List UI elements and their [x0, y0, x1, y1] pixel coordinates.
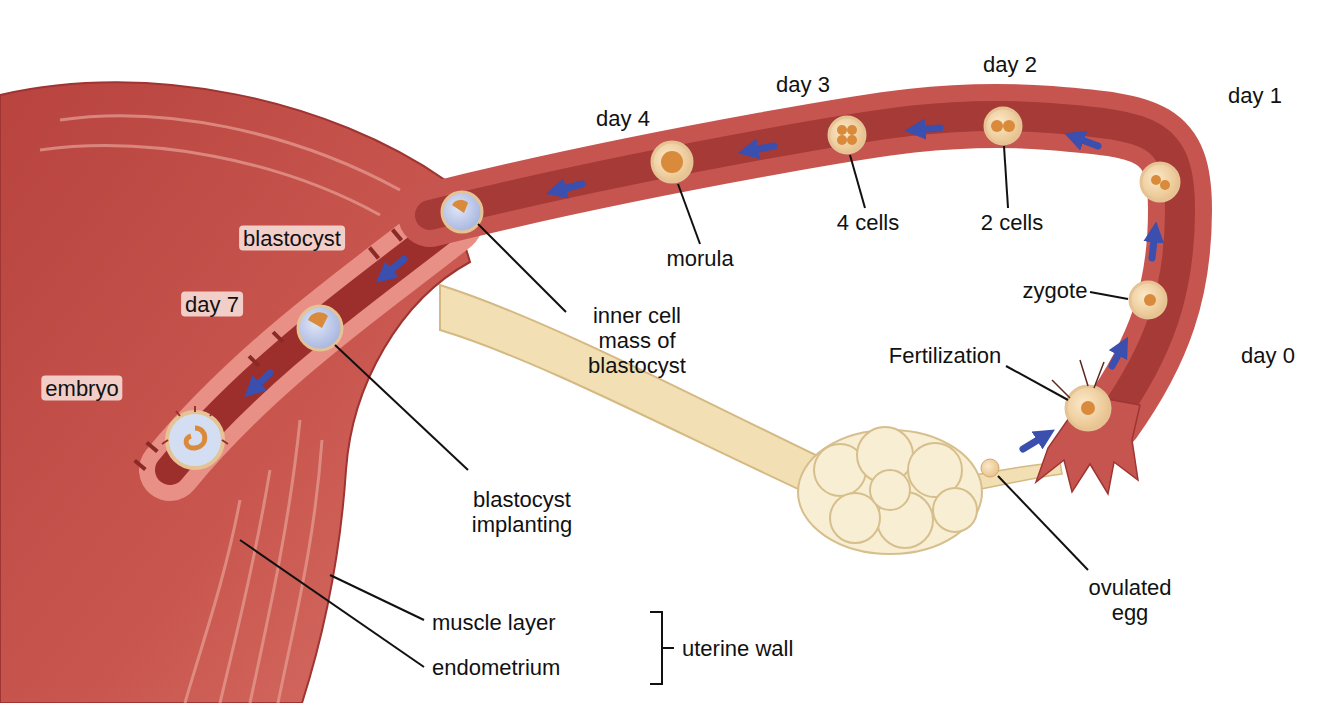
structure-label: inner cell mass of blastocyst: [570, 303, 705, 378]
structure-label: ovulated egg: [1075, 575, 1185, 625]
stage-label: 2 cells: [981, 210, 1043, 235]
layer-label: muscle layer: [432, 610, 555, 635]
layer-label: endometrium: [432, 655, 560, 680]
day-label: day 4: [596, 106, 650, 131]
day-label: day 1: [1228, 83, 1282, 108]
movement-arrows: [252, 128, 1155, 449]
stage-label: embryo: [41, 376, 122, 401]
ovarian-ligament: [440, 285, 830, 500]
day-label: day 3: [776, 72, 830, 97]
bracket: [650, 612, 674, 684]
day-label: day 2: [983, 52, 1037, 77]
day-label: day 0: [1241, 343, 1295, 368]
leader-lines: [240, 146, 1128, 667]
day-label: day 7: [181, 292, 243, 317]
layer-label: uterine wall: [682, 636, 793, 661]
stage-label: zygote: [1023, 278, 1088, 303]
stage-label: 4 cells: [837, 210, 899, 235]
fimbriae: [1036, 395, 1140, 494]
stage-label: Fertilization: [889, 343, 1001, 368]
stage-label: morula: [666, 246, 733, 271]
stage-label: blastocyst implanting: [455, 487, 590, 537]
developing-cells: [162, 108, 1179, 477]
endometrial-glands: [133, 228, 403, 471]
stage-label: blastocyst: [239, 226, 345, 251]
tube-lumen: [430, 116, 1180, 420]
fallopian-tube: [430, 116, 1180, 420]
uterus: [0, 82, 470, 703]
ovary: [798, 427, 982, 554]
